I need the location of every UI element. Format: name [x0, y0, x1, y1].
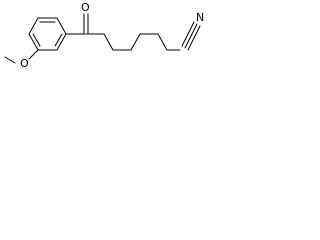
- nitrile-group: N: [181, 11, 204, 51]
- ring-double-bond: [32, 33, 41, 47]
- structure-canvas: O O N: [0, 0, 210, 74]
- ketone-group: O: [65, 1, 90, 35]
- ring-bond: [56, 17, 67, 35]
- triple-bond: [181, 21, 195, 47]
- chain-bond: [130, 33, 141, 51]
- ring-double-bond: [54, 33, 63, 47]
- ring-bond: [56, 33, 67, 51]
- ring-bond: [28, 17, 39, 35]
- carbonyl-oxygen-label: O: [81, 1, 90, 14]
- chemical-structure: O O N: [4, 1, 204, 70]
- methoxy-group: O: [4, 49, 39, 70]
- ring-bond: [28, 33, 39, 51]
- triple-bond: [184, 23, 198, 49]
- methyl-bond: [4, 56, 16, 64]
- alkyl-chain: [85, 33, 181, 51]
- nitrile-nitrogen-label: N: [196, 11, 204, 24]
- chain-bond: [157, 33, 168, 51]
- triple-bond: [187, 25, 201, 51]
- benzene-ring: [28, 17, 67, 51]
- ether-bond: [28, 49, 39, 60]
- chain-bond: [103, 33, 114, 51]
- ether-oxygen-label: O: [20, 57, 29, 70]
